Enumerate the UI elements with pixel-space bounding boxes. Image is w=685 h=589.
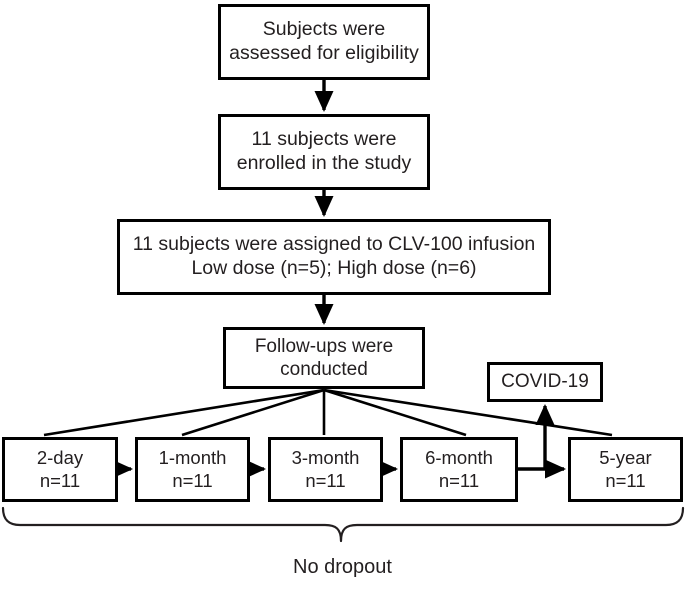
node-enrolled-in-study: 11 subjects were enrolled in the study bbox=[218, 114, 430, 190]
node-assigned-to-infusion: 11 subjects were assigned to CLV-100 inf… bbox=[117, 219, 551, 295]
node-followup-5-year: 5-year n=11 bbox=[568, 437, 683, 502]
node-followup-5-year-label: 5-year n=11 bbox=[599, 446, 652, 491]
node-followup-3-month-label: 3-month n=11 bbox=[291, 446, 360, 491]
node-followup-6-month: 6-month n=11 bbox=[400, 437, 518, 502]
node-assessed-for-eligibility-label: Subjects were assessed for eligibility bbox=[229, 18, 419, 64]
no-dropout-brace bbox=[1, 506, 685, 543]
fanline-to-2-day bbox=[43, 388, 325, 437]
node-covid-19: COVID-19 bbox=[487, 362, 603, 402]
node-followups-conducted: Follow-ups were conducted bbox=[223, 327, 425, 389]
node-followups-conducted-label: Follow-ups were conducted bbox=[254, 335, 394, 380]
fanline-to-6-month bbox=[323, 388, 467, 437]
node-followup-6-month-label: 6-month n=11 bbox=[425, 446, 493, 491]
node-followup-2-day: 2-day n=11 bbox=[2, 437, 118, 502]
node-followup-2-day-label: 2-day n=11 bbox=[36, 446, 84, 491]
no-dropout-label: No dropout bbox=[293, 556, 392, 578]
node-followup-1-month: 1-month n=11 bbox=[135, 437, 250, 502]
node-assessed-for-eligibility: Subjects were assessed for eligibility bbox=[218, 4, 430, 80]
node-covid-19-label: COVID-19 bbox=[501, 371, 589, 393]
node-followup-3-month: 3-month n=11 bbox=[268, 437, 383, 502]
node-assigned-to-infusion-label: 11 subjects were assigned to CLV-100 inf… bbox=[132, 233, 536, 279]
node-enrolled-in-study-label: 11 subjects were enrolled in the study bbox=[236, 128, 412, 174]
fanline-to-1-month bbox=[181, 388, 325, 437]
node-followup-1-month-label: 1-month n=11 bbox=[158, 446, 227, 491]
